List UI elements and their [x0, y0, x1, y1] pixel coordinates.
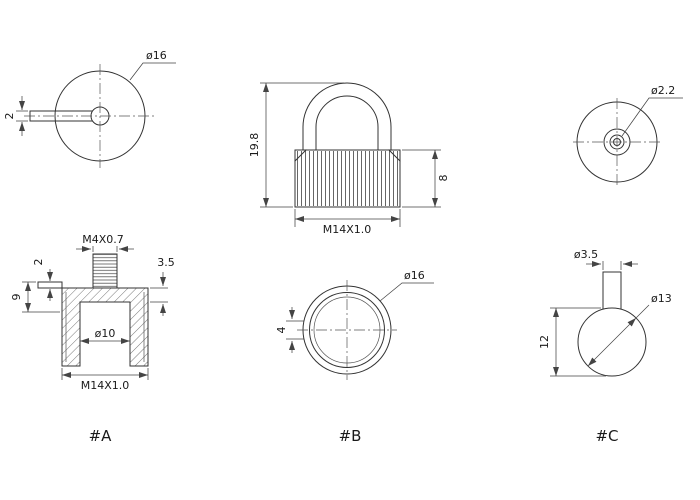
extension-lines: [602, 261, 622, 270]
view-c-top: ø2.2: [573, 84, 683, 186]
center-lines: [24, 64, 156, 168]
dim-main-thread: M14X1.0: [81, 379, 130, 392]
extension-lines: [286, 320, 304, 340]
leader-line: [129, 62, 176, 81]
dim-ball-dia: ø13: [651, 292, 672, 305]
dim-thread: M14X1.0: [323, 223, 372, 236]
diameter-line: [587, 317, 637, 367]
center-lines: [297, 280, 397, 380]
loop-inner: [315, 95, 379, 151]
leader-line: [379, 282, 434, 302]
extension-lines: [150, 287, 168, 303]
thread-texture: [296, 151, 399, 206]
view-a-section: M4X0.7 2 3.5 9 ø10 M14X1.0: [10, 233, 175, 392]
extension-lines: [16, 110, 28, 122]
stem-outline: [602, 271, 622, 310]
dim-bore-dia: ø10: [95, 327, 116, 340]
loop-outer: [302, 82, 392, 151]
dim-lip-thickness: 2: [32, 259, 45, 266]
extension-lines: [260, 82, 344, 208]
thread-chamfers: [294, 149, 401, 162]
thread-circle: [309, 292, 385, 368]
dim-hole-dia: ø2.2: [651, 84, 675, 97]
extension-lines: [92, 246, 118, 252]
ball-outline: [577, 307, 647, 377]
dim-dia16: ø16: [146, 49, 167, 62]
dim-stem-dia: ø3.5: [574, 248, 598, 261]
dim-thread-length: 8: [437, 175, 450, 182]
view-c-front: ø3.5 ø13 12: [538, 248, 672, 377]
leader-line: [635, 304, 650, 319]
thread-minor-lines: [65, 292, 145, 362]
pin-lip: [37, 281, 63, 289]
ring-circle: [609, 134, 625, 150]
threaded-stud: [92, 253, 118, 289]
dim-stud-thread: M4X0.7: [82, 233, 124, 246]
body-section: [61, 287, 149, 367]
part-labels: #A #B #C: [89, 427, 619, 445]
dim-upper-height: 9: [10, 294, 23, 301]
dim-dia16: ø16: [404, 269, 425, 282]
dim-pin-thickness: 2: [3, 113, 16, 120]
dim-section-width: 4: [275, 327, 288, 334]
dim-step-height: 3.5: [157, 256, 175, 269]
view-a-top: ø16 2: [3, 49, 176, 168]
dim-overall-height: 19.8: [248, 133, 261, 158]
threaded-body: [294, 149, 401, 208]
view-b-front: 19.8 8 M14X1.0: [248, 82, 450, 236]
center-lines: [573, 98, 661, 186]
part-label-a: #A: [89, 427, 113, 445]
dim-ball-height: 12: [538, 335, 551, 349]
view-b-top: ø16 4: [275, 269, 434, 380]
part-label-b: #B: [339, 427, 362, 445]
part-label-c: #C: [595, 427, 618, 445]
leader-line: [621, 97, 683, 137]
